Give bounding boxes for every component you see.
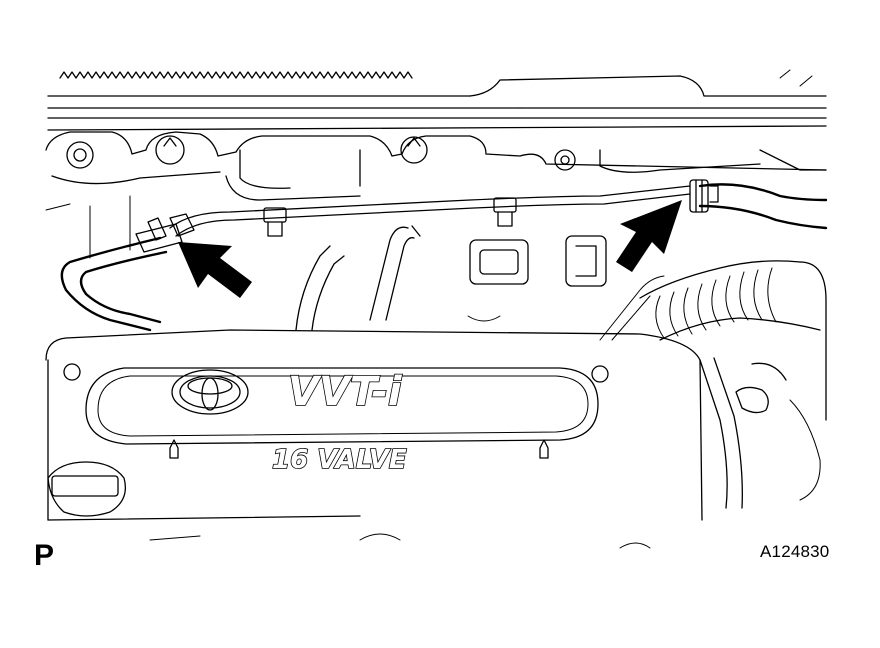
engine-pipes [295, 225, 665, 341]
right-hose [689, 179, 828, 230]
right-arrow-icon [616, 200, 682, 272]
valve-emblem: 16 VALVE [272, 445, 407, 475]
cylinder-head [45, 131, 827, 259]
radiator-support [47, 69, 827, 131]
intake-hose [639, 260, 827, 509]
vvti-emblem: VVT-i [288, 369, 403, 415]
toyota-logo-icon [171, 369, 249, 415]
view-letter: P [34, 539, 55, 572]
left-arrow-icon [178, 242, 252, 298]
left-hose [60, 213, 195, 332]
head-cover [45, 329, 703, 549]
vacuum-hose [169, 185, 691, 237]
figure-id: A124830 [760, 542, 830, 561]
